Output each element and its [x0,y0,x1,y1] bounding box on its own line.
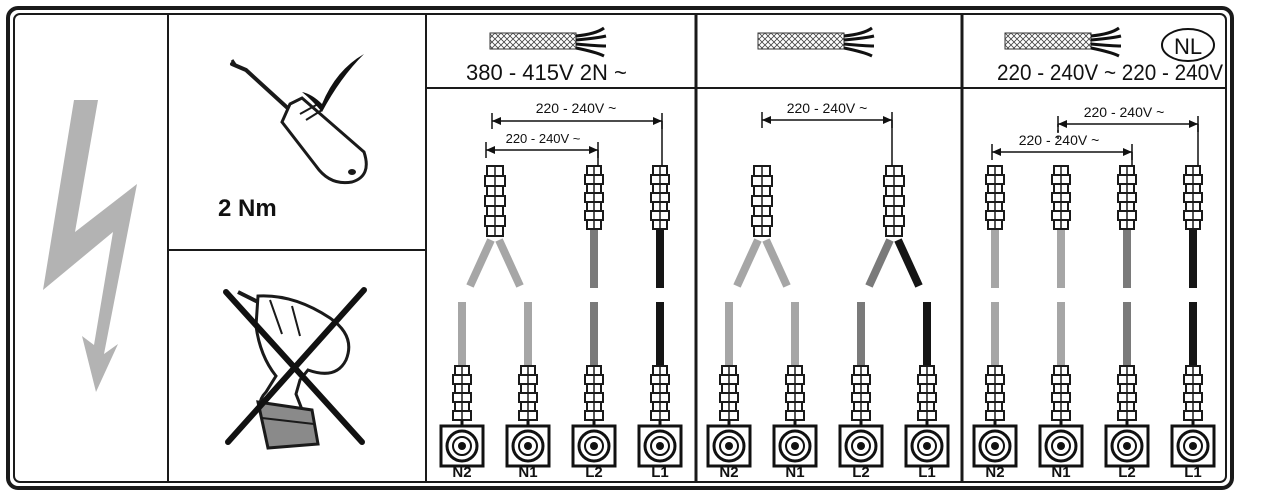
upper-ferrule [1051,165,1071,230]
panel-voltage-label: 220 - 240V ~ 220 - 240V [997,60,1223,85]
panel-voltage-label: 380 - 415V 2N ~ [466,60,627,85]
terminal-screw-icon [439,424,485,468]
bracket-label: 220 - 240V ~ [506,131,581,146]
lower-ferrule [584,365,604,421]
voltage-bracket-arrow [653,117,662,125]
terminal-screw-icon [1104,424,1150,468]
lower-ferrule [851,365,871,421]
terminal-screw-icon [1170,424,1216,468]
terminal-screw-icon [838,424,884,468]
cable-icon [757,26,875,58]
voltage-bracket-arrow [1123,148,1132,156]
upper-ferrule [883,165,905,237]
voltage-bracket-arrow [992,148,1001,156]
checkmark-icon [302,54,364,112]
terminal-screw-icon [706,424,752,468]
cable-icon [489,26,607,58]
country-badge-text: NL [1174,34,1202,59]
terminal-label: L1 [651,464,669,481]
terminal-label: L2 [852,464,870,481]
country-badge: NL [1161,28,1215,62]
voltage-bracket-arrow [486,146,495,154]
lower-ferrule [985,365,1005,421]
voltage-bracket-arrow [589,146,598,154]
lightning-bolt-icon [43,100,137,392]
lower-ferrule [1183,365,1203,421]
bracket-label: 220 - 240V ~ [536,100,617,116]
wire [865,238,894,288]
terminal-label: L1 [1184,464,1202,481]
voltage-bracket-arrow [1189,120,1198,128]
cable-icon [1004,26,1122,58]
upper-ferrule [985,165,1005,230]
lower-ferrule [785,365,805,421]
bracket-label: 220 - 240V ~ [787,100,868,116]
terminal-label: L2 [585,464,603,481]
lower-ferrule [452,365,472,421]
terminal-label: N1 [1051,464,1070,481]
terminal-label: N2 [719,464,738,481]
terminal-screw-icon [637,424,683,468]
terminal-label: L1 [918,464,936,481]
inner-frame [13,13,1227,483]
lower-ferrule [719,365,739,421]
upper-ferrule [751,165,773,237]
voltage-bracket-arrow [883,116,892,124]
terminal-label: N1 [785,464,804,481]
upper-ferrule [484,165,506,237]
terminal-label: N2 [452,464,471,481]
cross-out-icon [223,287,367,445]
lower-ferrule [650,365,670,421]
upper-ferrule [584,165,604,230]
terminal-screw-icon [571,424,617,468]
wire [466,238,495,288]
wire [762,238,791,288]
wire [495,238,524,288]
upper-ferrule [1117,165,1137,230]
terminal-label: N1 [518,464,537,481]
upper-ferrule [1183,165,1203,230]
bracket-label: 220 - 240V ~ [1019,132,1100,148]
voltage-bracket-arrow [492,117,501,125]
wiring-group [439,112,1216,468]
outer-frame [6,6,1234,490]
bracket-label: 220 - 240V ~ [1084,104,1165,120]
torque-label: 2 Nm [218,195,277,222]
voltage-bracket-arrow [1058,120,1067,128]
lower-ferrule [1051,365,1071,421]
screwdriver-icon [230,59,368,185]
terminal-label: N2 [985,464,1004,481]
wire [894,238,923,288]
terminal-screw-icon [505,424,551,468]
lower-ferrule [1117,365,1137,421]
wire [733,238,762,288]
terminal-screw-icon [904,424,950,468]
upper-ferrule [650,165,670,230]
terminal-screw-icon [772,424,818,468]
lower-ferrule [518,365,538,421]
terminal-label: L2 [1118,464,1136,481]
terminal-screw-icon [1038,424,1084,468]
terminal-screw-icon [972,424,1018,468]
voltage-bracket-arrow [762,116,771,124]
lower-ferrule [917,365,937,421]
